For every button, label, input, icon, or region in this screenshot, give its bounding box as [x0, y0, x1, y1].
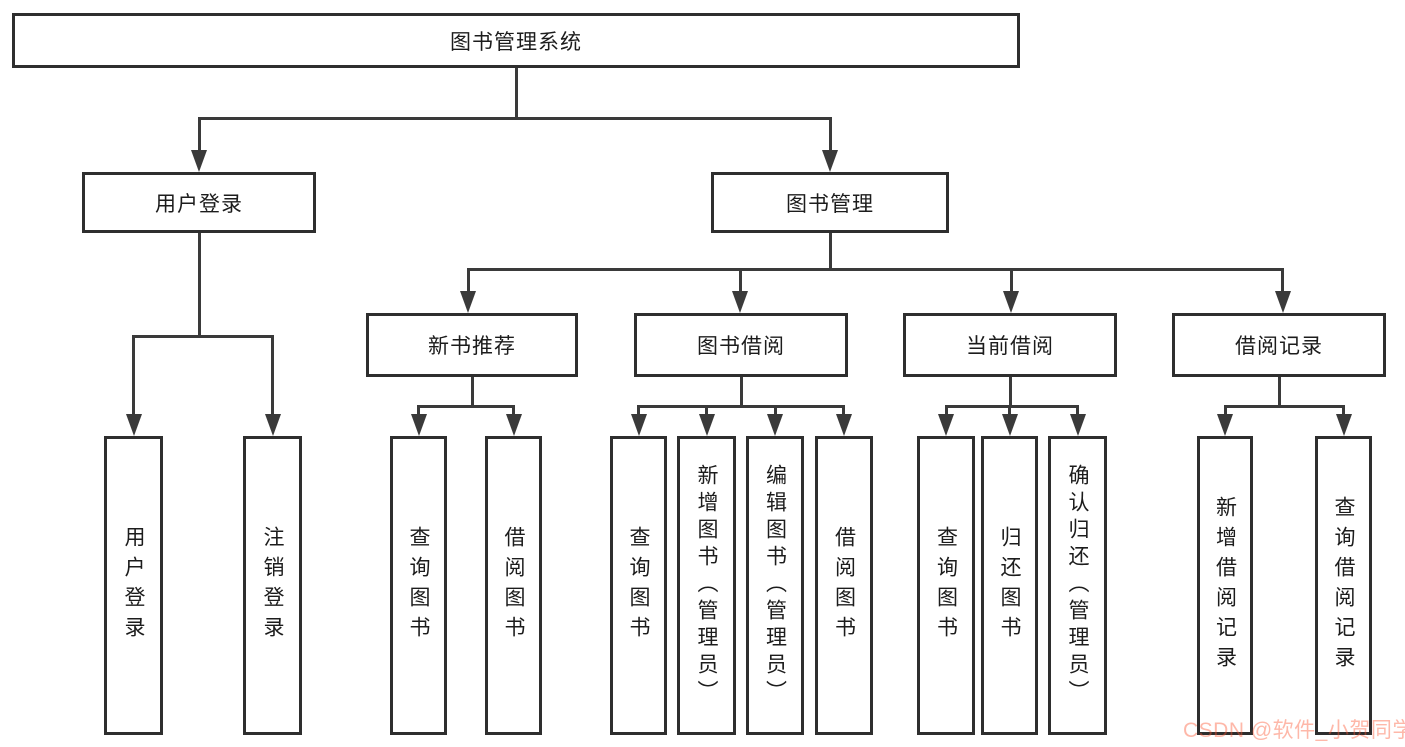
- connector-line: [774, 405, 777, 419]
- node-book-management: 图书管理: [711, 172, 949, 233]
- node-label: 借阅记录: [1235, 335, 1323, 358]
- connector-line: [829, 233, 832, 270]
- csdn-watermark: CSDN @软件_小贺同学: [1183, 719, 1405, 742]
- leaf-label: 新增图书（管理员）: [695, 464, 718, 707]
- connector-line: [829, 117, 832, 152]
- connector-line: [945, 405, 1079, 408]
- connector-line: [132, 335, 274, 338]
- connector-line: [512, 405, 515, 419]
- leaf-label: 查询图书: [934, 525, 958, 646]
- leaf-label: 新增借阅记录: [1213, 495, 1237, 676]
- connector-line: [705, 405, 708, 419]
- connector-line: [471, 377, 474, 407]
- connector-line: [271, 335, 274, 417]
- connector-line: [637, 405, 640, 419]
- arrow-down-icon: [411, 414, 427, 436]
- connector-line: [198, 117, 201, 152]
- node-borrow-record: 借阅记录: [1172, 313, 1386, 377]
- leaf-label: 查询图书: [407, 525, 430, 646]
- connector-line: [132, 335, 135, 417]
- connector-line: [1008, 405, 1011, 419]
- leaf-record-add-borrow-record: 新增借阅记录: [1197, 436, 1253, 735]
- node-label: 图书借阅: [697, 335, 785, 358]
- leaf-record-query-borrow-record: 查询借阅记录: [1315, 436, 1372, 735]
- connector-line: [637, 405, 845, 408]
- connector-line: [467, 268, 1284, 271]
- connector-line: [1224, 405, 1227, 419]
- arrow-down-icon: [506, 414, 522, 436]
- leaf-label: 用户登录: [122, 525, 145, 646]
- node-label: 图书管理系统: [450, 30, 582, 54]
- connector-line: [739, 268, 742, 296]
- leaf-label: 查询图书: [627, 525, 650, 646]
- arrow-down-icon: [631, 414, 647, 436]
- arrow-down-icon: [1002, 414, 1018, 436]
- arrow-down-icon: [699, 414, 715, 436]
- connector-line: [198, 117, 832, 120]
- connector-line: [467, 268, 470, 296]
- arrow-down-icon: [1217, 414, 1233, 436]
- node-book-borrow: 图书借阅: [634, 313, 848, 377]
- node-user-login: 用户登录: [82, 172, 316, 233]
- arrow-down-icon: [126, 414, 142, 436]
- leaf-current-query-books: 查询图书: [917, 436, 975, 735]
- connector-line: [1224, 405, 1345, 408]
- leaf-label: 借阅图书: [832, 525, 856, 646]
- node-current-borrow: 当前借阅: [903, 313, 1117, 377]
- connector-line: [1009, 377, 1012, 407]
- leaf-label: 注销登录: [261, 525, 284, 646]
- arrow-down-icon: [938, 414, 954, 436]
- leaf-newbook-query-books: 查询图书: [390, 436, 447, 735]
- arrow-down-icon: [1070, 414, 1086, 436]
- leaf-newbook-borrow-books: 借阅图书: [485, 436, 542, 735]
- connector-line: [515, 68, 518, 118]
- leaf-label: 归还图书: [998, 525, 1021, 646]
- arrow-down-icon: [822, 150, 838, 172]
- arrow-down-icon: [1336, 414, 1352, 436]
- arrow-down-icon: [767, 414, 783, 436]
- arrow-down-icon: [1003, 291, 1019, 313]
- node-label: 图书管理: [786, 192, 874, 216]
- node-label: 新书推荐: [428, 335, 516, 358]
- leaf-current-confirm-return-admin: 确认归还（管理员）: [1048, 436, 1107, 735]
- connector-line: [1342, 405, 1345, 419]
- leaf-label: 编辑图书（管理员）: [763, 464, 787, 707]
- node-new-book-recommend: 新书推荐: [366, 313, 578, 377]
- leaf-label: 查询借阅记录: [1332, 495, 1355, 676]
- connector-line: [417, 405, 515, 408]
- connector-line: [842, 405, 845, 419]
- leaf-borrow-borrow-books: 借阅图书: [815, 436, 873, 735]
- leaf-borrow-edit-books-admin: 编辑图书（管理员）: [746, 436, 804, 735]
- connector-line: [1278, 377, 1281, 407]
- connector-line: [198, 233, 201, 337]
- node-label: 用户登录: [155, 192, 243, 216]
- leaf-user-login: 用户登录: [104, 436, 163, 735]
- arrow-down-icon: [265, 414, 281, 436]
- leaf-label: 借阅图书: [502, 525, 525, 646]
- arrow-down-icon: [836, 414, 852, 436]
- connector-line: [1281, 268, 1284, 296]
- arrow-down-icon: [732, 291, 748, 313]
- arrow-down-icon: [191, 150, 207, 172]
- leaf-borrow-query-books: 查询图书: [610, 436, 667, 735]
- leaf-current-return-books: 归还图书: [981, 436, 1038, 735]
- connector-line: [1010, 268, 1013, 296]
- connector-line: [945, 405, 948, 419]
- leaf-label: 确认归还（管理员）: [1066, 464, 1089, 707]
- node-library-management-system: 图书管理系统: [12, 13, 1020, 68]
- leaf-borrow-add-books-admin: 新增图书（管理员）: [677, 436, 736, 735]
- arrow-down-icon: [460, 291, 476, 313]
- arrow-down-icon: [1275, 291, 1291, 313]
- connector-line: [417, 405, 420, 419]
- connector-line: [1076, 405, 1079, 419]
- connector-line: [740, 377, 743, 407]
- leaf-logout: 注销登录: [243, 436, 302, 735]
- node-label: 当前借阅: [966, 335, 1054, 358]
